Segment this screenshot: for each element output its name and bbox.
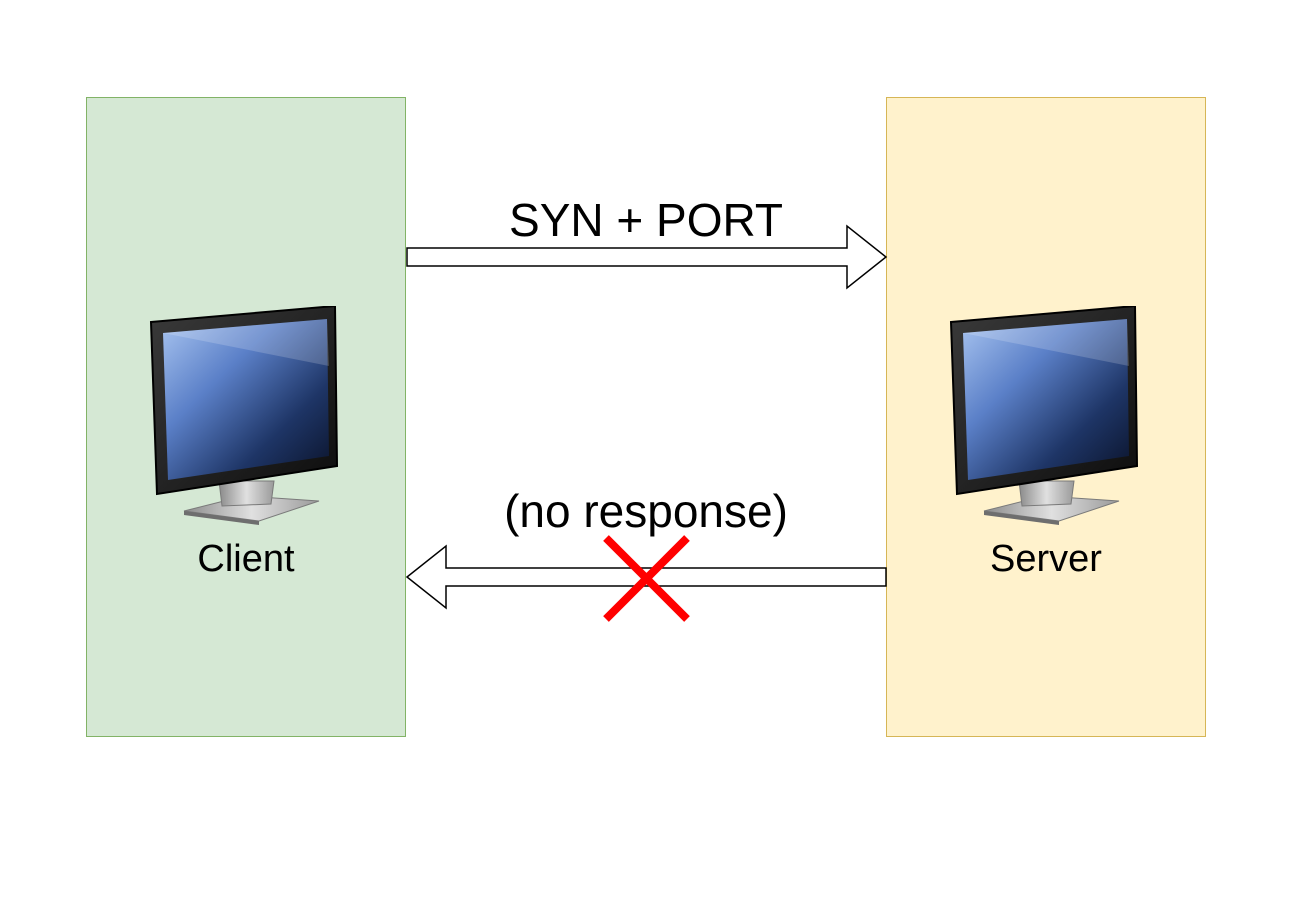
no-response-label: (no response) <box>504 485 788 537</box>
server-label: Server <box>990 538 1102 580</box>
syn-arrow <box>406 224 888 290</box>
red-x-icon <box>603 535 690 622</box>
syn-port-label: SYN + PORT <box>509 194 783 246</box>
client-label: Client <box>197 538 295 580</box>
client-node: Client <box>86 97 406 737</box>
server-node: Server <box>886 97 1206 737</box>
